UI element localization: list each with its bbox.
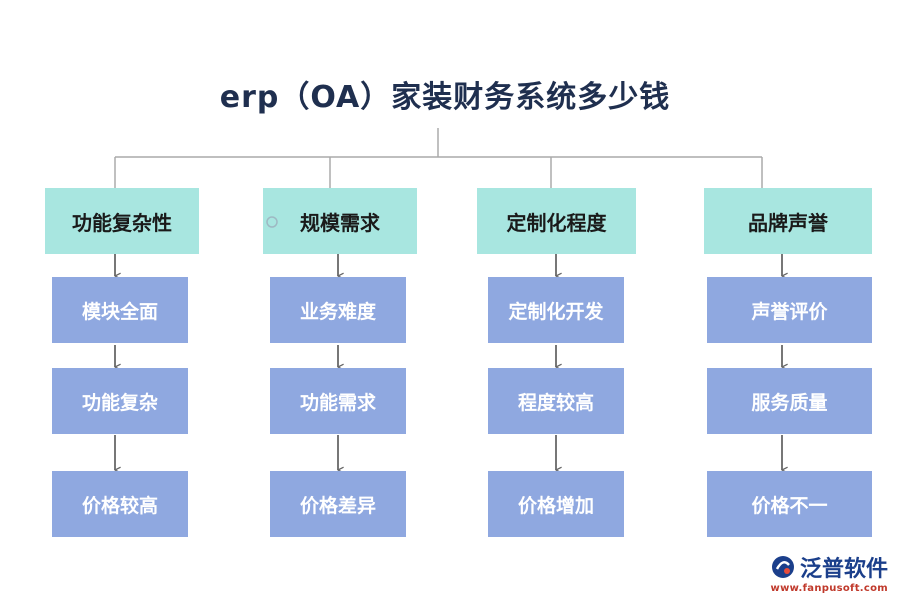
item-box-1-3: 价格较高 xyxy=(52,471,188,537)
watermark xyxy=(266,216,278,228)
item-box-2-1: 业务难度 xyxy=(270,277,406,343)
item-box-4-1: 声誉评价 xyxy=(707,277,872,343)
item-box-2-2: 功能需求 xyxy=(270,368,406,434)
item-box-3-3: 价格增加 xyxy=(488,471,624,537)
head-box-4: 品牌声誉 xyxy=(704,188,872,254)
item-box-2-3: 价格差异 xyxy=(270,471,406,537)
item-box-1-2: 功能复杂 xyxy=(52,368,188,434)
fanpu-logo-icon xyxy=(771,556,794,578)
head-box-3: 定制化程度 xyxy=(477,188,636,254)
item-box-4-3: 价格不一 xyxy=(707,471,872,537)
item-box-3-1: 定制化开发 xyxy=(488,277,624,343)
head-box-2: 规模需求 xyxy=(263,188,417,254)
logo-name: 泛普软件 xyxy=(799,557,888,582)
item-box-4-2: 服务质量 xyxy=(707,368,872,434)
item-box-1-1: 模块全面 xyxy=(52,277,188,343)
logo-url: www.fanpusoft.com xyxy=(770,583,888,594)
watermark-logo-icon xyxy=(266,216,278,228)
item-box-3-2: 程度较高 xyxy=(488,368,624,434)
diagram-title: erp（OA）家装财务系统多少钱 xyxy=(219,80,671,115)
brand-logo: 泛普软件 www.fanpusoft.com xyxy=(770,551,888,594)
head-box-1: 功能复杂性 xyxy=(45,188,199,254)
